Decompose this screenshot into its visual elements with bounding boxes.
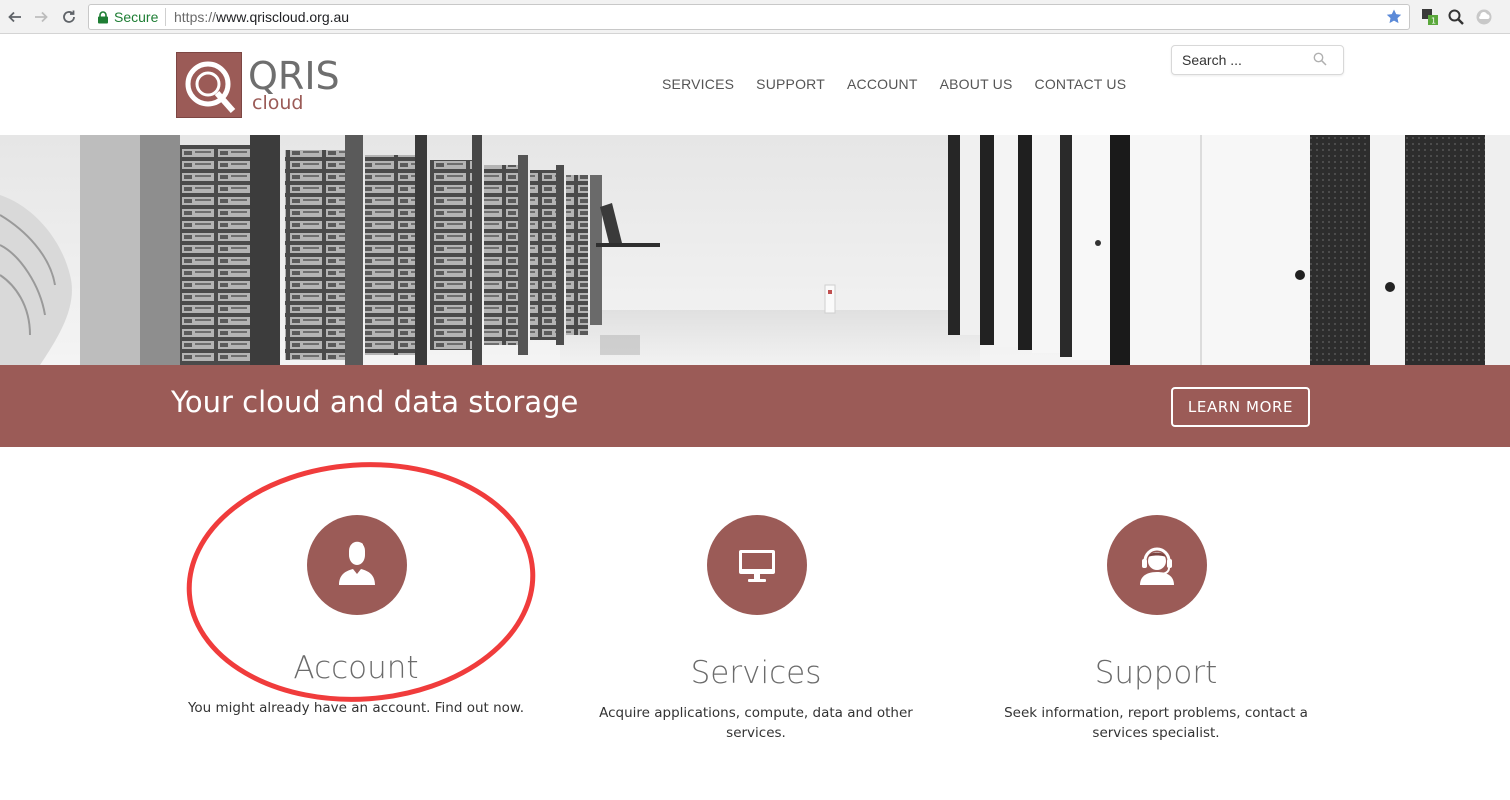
- url-text: https://www.qriscloud.org.au: [174, 9, 350, 25]
- back-arrow-icon[interactable]: [4, 6, 26, 28]
- hero-datacenter-image: [0, 135, 1510, 365]
- nav-contact-us[interactable]: CONTACT US: [1034, 76, 1127, 92]
- feature-description: You might already have an account. Find …: [187, 700, 525, 716]
- reload-icon[interactable]: [58, 6, 80, 28]
- tagline-banner: Your cloud and data storage LEARN MORE: [0, 365, 1510, 447]
- qris-cloud-logo[interactable]: QRIS cloud: [176, 52, 340, 120]
- feature-description: Acquire applications, compute, data and …: [599, 705, 913, 741]
- headset-icon[interactable]: [1107, 515, 1207, 615]
- nav-account[interactable]: ACCOUNT: [846, 76, 918, 92]
- feature-title[interactable]: Support: [1094, 655, 1218, 691]
- logo-wordmark: QRIS: [248, 54, 340, 98]
- forward-arrow-icon[interactable]: [30, 6, 52, 28]
- address-bar[interactable]: Secure https://www.qriscloud.org.au: [88, 4, 1410, 30]
- nav-services[interactable]: SERVICES: [662, 76, 735, 92]
- nav-about-us[interactable]: ABOUT US: [939, 76, 1013, 92]
- svg-text:1: 1: [1431, 17, 1436, 26]
- feature-account[interactable]: Account You might already have an accoun…: [176, 515, 536, 745]
- main-navigation: SERVICES SUPPORT ACCOUNT ABOUT US CONTAC…: [651, 74, 1137, 94]
- feature-title[interactable]: Services: [690, 655, 822, 691]
- url-separator: [165, 8, 166, 26]
- feature-description: Seek information, report problems, conta…: [1004, 705, 1308, 741]
- extension-zoom-icon[interactable]: [1446, 7, 1466, 27]
- learn-more-button[interactable]: LEARN MORE: [1171, 387, 1310, 427]
- secure-label: Secure: [114, 9, 159, 25]
- browser-toolbar: Secure https://www.qriscloud.org.au 1: [0, 0, 1510, 34]
- bookmark-star-icon[interactable]: [1385, 8, 1403, 26]
- feature-support[interactable]: Support Seek information, report problem…: [976, 515, 1336, 745]
- search-input[interactable]: [1172, 46, 1312, 74]
- extension-translate-icon[interactable]: 1: [1420, 7, 1440, 27]
- user-icon[interactable]: [307, 515, 407, 615]
- search-icon[interactable]: [1313, 52, 1327, 66]
- search-box: [1171, 45, 1344, 75]
- banner-title: Your cloud and data storage: [171, 385, 579, 419]
- nav-support[interactable]: SUPPORT: [756, 76, 825, 92]
- lock-icon: [98, 11, 108, 24]
- monitor-icon[interactable]: [707, 515, 807, 615]
- feature-title[interactable]: Account: [293, 650, 419, 686]
- logo-subword: cloud: [252, 92, 304, 114]
- feature-services[interactable]: Services Acquire applications, compute, …: [576, 515, 936, 745]
- logo-q-mark-icon: [176, 52, 242, 118]
- extension-cloud-icon[interactable]: [1474, 7, 1494, 27]
